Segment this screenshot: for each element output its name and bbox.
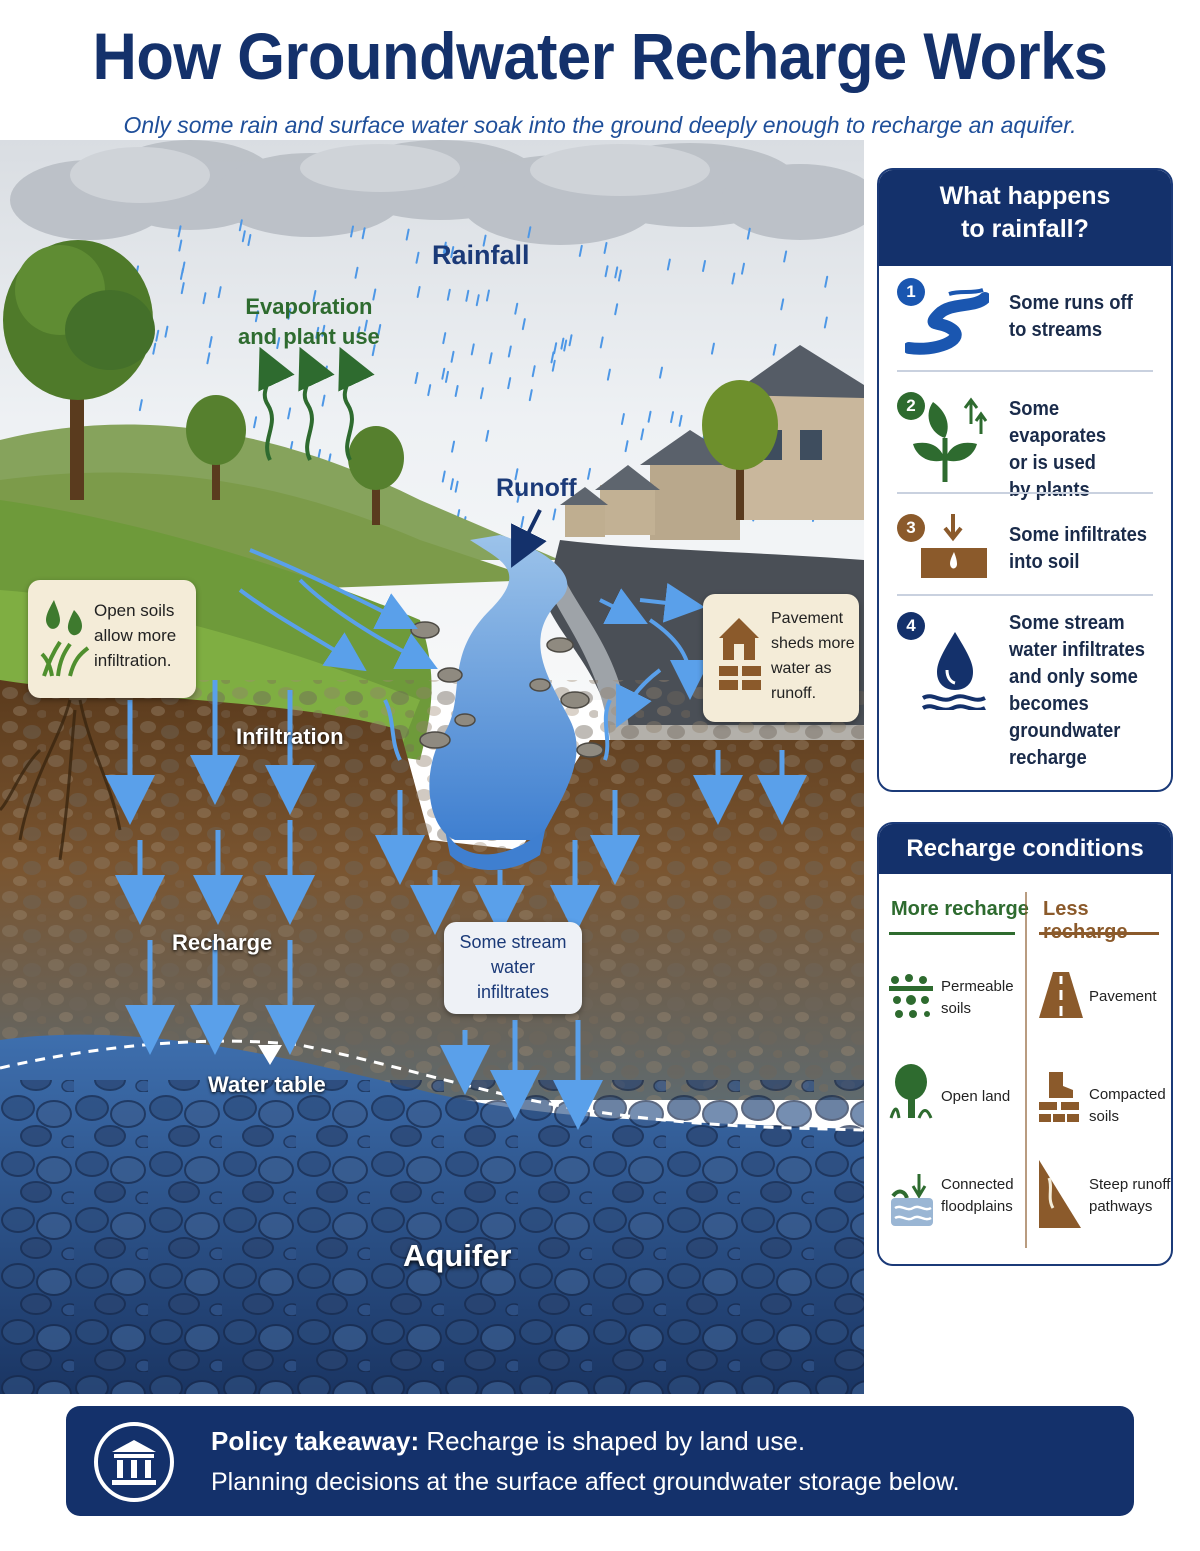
step-number: 2 — [897, 392, 925, 420]
government-building-icon — [94, 1422, 174, 1502]
infiltration-icon — [921, 514, 987, 578]
takeaway-text: Recharge is shaped by land use. — [426, 1426, 806, 1456]
plant-icon — [913, 397, 988, 482]
house-pavement-icon — [719, 618, 761, 690]
less-recharge-header: Less recharge — [1043, 898, 1128, 943]
floodplain-icon — [891, 1174, 933, 1226]
recharge-illustration — [0, 140, 864, 1394]
rainfall-label: Rainfall — [432, 240, 530, 270]
step-4: 4 Some stream water infiltrates and only… — [879, 610, 1171, 780]
more-recharge-header: More recharge — [891, 898, 1029, 920]
pavement-text: Pavement sheds more water as runoff. — [771, 610, 855, 702]
more-item-label: Open land — [941, 1088, 1011, 1105]
step-text: Some evaporates or is used by plants — [1009, 398, 1107, 501]
more-underline — [889, 932, 1015, 935]
page-title: How Groundwater Recharge Works — [92, 19, 1108, 93]
less-item-label: Compacted soils — [1089, 1086, 1166, 1125]
step-text: Some stream water infiltrates and only s… — [1009, 612, 1146, 769]
step-1: 1 Some runs off to streams — [879, 276, 1171, 372]
divider — [897, 370, 1153, 372]
compacted-soil-icon — [1039, 1072, 1079, 1122]
conditions-panel: Recharge conditions More recharge Less r… — [877, 822, 1173, 1266]
step-number: 3 — [897, 514, 925, 542]
pavement-card: Pavement sheds more water as runoff. — [703, 594, 859, 722]
takeaway-line-1: Policy takeaway: Recharge is shaped by l… — [211, 1426, 805, 1457]
step-text: Some runs off to streams — [1009, 292, 1133, 341]
infiltration-label: Infiltration — [236, 724, 344, 749]
step-3: 3 Some infiltrates into soil — [879, 508, 1171, 598]
permeable-soil-icon — [889, 974, 933, 1018]
stream-icon — [905, 288, 989, 355]
divider — [897, 594, 1153, 596]
more-item-label: Permeable soils — [941, 978, 1014, 1017]
tree-icon — [889, 1064, 933, 1119]
open-soils-card: Open soils allow more infiltration. — [28, 580, 196, 698]
policy-takeaway-banner: Policy takeaway: Recharge is shaped by l… — [66, 1406, 1134, 1516]
page-subtitle: Only some rain and surface water soak in… — [123, 112, 1077, 138]
step-number: 1 — [897, 278, 925, 306]
takeaway-line-2: Planning decisions at the surface affect… — [211, 1468, 960, 1496]
water-drop-icon — [921, 632, 986, 710]
stream-infiltrates-card: Some stream water infiltrates — [444, 922, 582, 1014]
less-underline — [1039, 932, 1159, 935]
rainfall-panel: What happens to rainfall? 1 Some runs of… — [877, 168, 1173, 792]
stream-infiltrates-text: Some stream water infiltrates — [459, 932, 567, 1002]
more-item-label: Connected floodplains — [941, 1176, 1014, 1215]
rainfall-panel-title: What happens to rainfall? — [879, 170, 1171, 266]
open-soils-text: Open soils allow more infiltration. — [94, 601, 177, 670]
aquifer-label: Aquifer — [403, 1238, 512, 1273]
step-number: 4 — [897, 612, 925, 640]
divider — [897, 492, 1153, 494]
less-item-label: Steep runoff pathways — [1089, 1176, 1171, 1215]
water-plant-icon — [40, 600, 90, 677]
road-icon — [1039, 972, 1083, 1018]
water-table-label: Water table — [208, 1072, 326, 1097]
slope-icon — [1039, 1160, 1081, 1228]
takeaway-lead: Policy takeaway: — [211, 1426, 420, 1456]
runoff-label: Runoff — [496, 474, 577, 502]
recharge-label: Recharge — [172, 930, 273, 955]
evaporation-label: Evaporation and plant use — [238, 294, 380, 349]
step-text: Some infiltrates into soil — [1009, 524, 1148, 573]
less-item-label: Pavement — [1089, 988, 1157, 1005]
step-2: 2 Some evaporates or is used by plants — [879, 390, 1171, 501]
column-divider — [1025, 892, 1027, 1248]
conditions-panel-title: Recharge conditions — [879, 824, 1171, 874]
